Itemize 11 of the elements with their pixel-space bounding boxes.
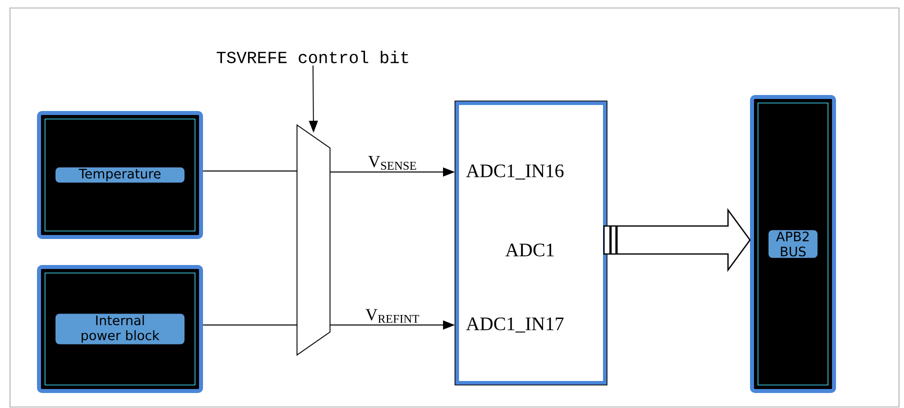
adc-box <box>454 100 608 386</box>
control-label: TSVREFE control bit <box>216 50 408 64</box>
channel-label: ADC1 <box>505 244 554 256</box>
edge-label: V$_{REFINT}$ <box>364 308 421 324</box>
block-arrow <box>603 208 751 272</box>
channel-label: ADC1_IN17 <box>466 318 564 333</box>
block-box: Temperature <box>37 111 203 239</box>
block-box: Internal power block <box>37 265 203 393</box>
edge-label: V$_{SENSE}$ <box>367 154 418 171</box>
block-box: APB2 BUS <box>750 95 836 393</box>
channel-label: ADC1_IN16 <box>466 164 564 180</box>
